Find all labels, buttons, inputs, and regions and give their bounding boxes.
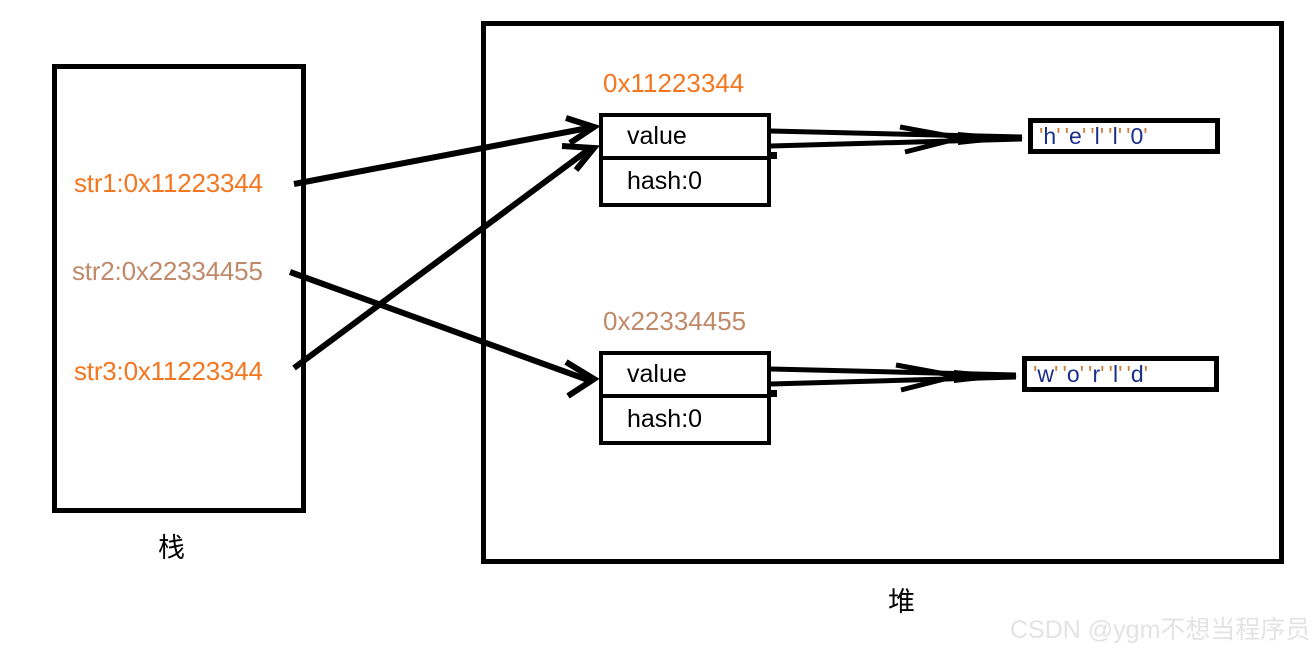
field-hash: hash:0 xyxy=(627,405,703,433)
quote-close: ' xyxy=(1118,360,1123,387)
heap-region xyxy=(481,21,1284,564)
quote-open: ' xyxy=(1126,360,1131,387)
char-cell: 'd' xyxy=(1126,360,1149,387)
field-value: value xyxy=(603,117,767,160)
stack-variable-str3: str3:0x11223344 xyxy=(74,356,263,386)
quote-close: ' xyxy=(1143,122,1148,149)
stack-caption: 栈 xyxy=(158,533,185,563)
quote-open: ' xyxy=(1126,122,1131,149)
quote-close: ' xyxy=(1100,360,1105,387)
char-glyph: h xyxy=(1043,122,1057,149)
quote-open: ' xyxy=(1108,122,1113,149)
quote-open: ' xyxy=(1062,360,1067,387)
quote-open: ' xyxy=(1039,122,1044,149)
quote-open: ' xyxy=(1064,122,1070,149)
char-glyph: o xyxy=(1066,360,1080,387)
string-object-0: value hash:0 xyxy=(599,113,771,207)
field-value: value xyxy=(603,355,767,398)
heap-address-label-1: 0x22334455 xyxy=(603,306,747,336)
char-cell: 'h' xyxy=(1039,122,1061,149)
char-glyph: r xyxy=(1092,360,1101,387)
char-cell: 'r' xyxy=(1088,360,1105,387)
char-cell: '0' xyxy=(1126,122,1148,149)
char-glyph: l xyxy=(1094,122,1100,149)
char-cell: 'l' xyxy=(1108,360,1123,387)
string-object-1: value hash:0 xyxy=(599,351,771,445)
value-pointer-stub-0 xyxy=(767,152,777,159)
value-pointer-stub-1 xyxy=(767,390,777,397)
char-cell: 'o' xyxy=(1062,360,1085,387)
field-hash: hash:0 xyxy=(627,167,703,195)
char-cell: 'w' xyxy=(1033,360,1059,387)
quote-close: ' xyxy=(1054,360,1059,387)
char-cell: 'l' xyxy=(1108,122,1123,149)
quote-close: ' xyxy=(1143,360,1149,387)
char-array-1: 'w' 'o' 'r' 'l' 'd' xyxy=(1022,356,1219,392)
char-glyph: d xyxy=(1130,360,1144,387)
quote-close: ' xyxy=(1056,122,1061,149)
quote-open: ' xyxy=(1088,360,1093,387)
heap-address-label-0: 0x11223344 xyxy=(603,68,745,98)
quote-open: ' xyxy=(1108,360,1113,387)
quote-close: ' xyxy=(1079,360,1085,387)
watermark: CSDN @ygm不想当程序员 xyxy=(1010,616,1311,644)
quote-open: ' xyxy=(1033,360,1038,387)
char-glyph: l xyxy=(1112,122,1118,149)
char-cell: 'l' xyxy=(1090,122,1105,149)
char-glyph: 0 xyxy=(1130,122,1144,149)
heap-caption: 堆 xyxy=(888,587,915,617)
char-glyph: e xyxy=(1069,122,1082,149)
stack-variable-str1: str1:0x11223344 xyxy=(74,168,263,198)
quote-open: ' xyxy=(1090,122,1095,149)
stack-region xyxy=(52,64,306,513)
char-array-0: 'h' 'e' 'l' 'l' '0' xyxy=(1028,118,1220,154)
quote-close: ' xyxy=(1117,122,1123,149)
char-glyph: l xyxy=(1112,360,1119,387)
char-cell: 'e' xyxy=(1064,122,1087,149)
char-glyph: w xyxy=(1037,360,1055,387)
quote-close: ' xyxy=(1099,122,1105,149)
stack-variable-str2: str2:0x22334455 xyxy=(72,256,263,286)
quote-close: ' xyxy=(1081,122,1087,149)
